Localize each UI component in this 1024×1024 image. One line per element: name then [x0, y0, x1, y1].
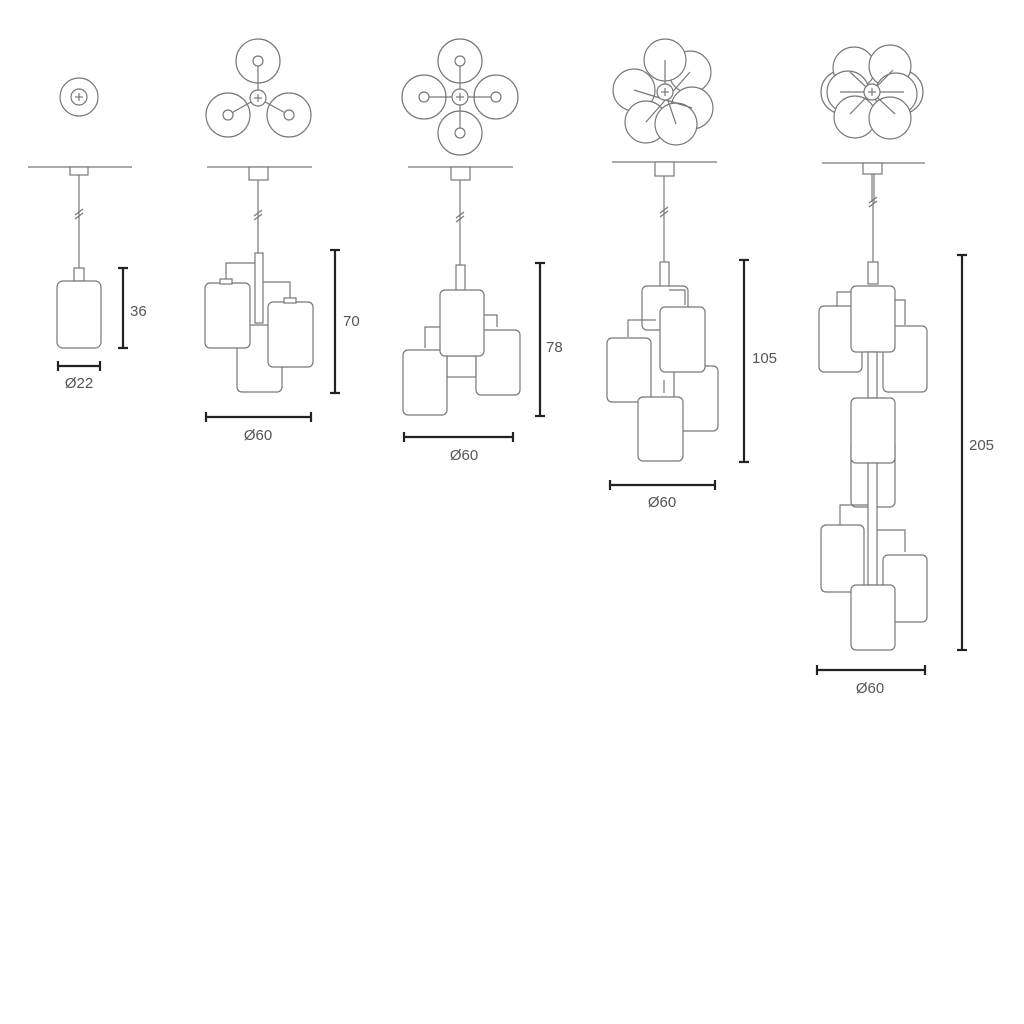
lamp-3: 78 Ø60	[401, 38, 563, 464]
glass-shade	[820, 524, 865, 593]
glass-shade	[402, 349, 448, 416]
diameter-dimension: Ø60	[402, 432, 515, 464]
glass-shade	[439, 289, 485, 357]
diameter-dimension: Ø60	[204, 412, 313, 444]
top-view	[820, 44, 924, 140]
glass-shade	[659, 306, 706, 373]
height-dimension: 70	[330, 248, 360, 395]
height-label: 205	[969, 437, 994, 454]
glass-shade	[267, 301, 314, 368]
lamp-2: 70 Ø60	[204, 38, 360, 444]
glass-shade	[56, 280, 102, 349]
diameter-label: Ø22	[65, 375, 93, 392]
diameter-label: Ø60	[648, 494, 676, 511]
glass-shade	[606, 337, 652, 403]
height-label: 78	[546, 339, 563, 356]
height-label: 36	[130, 303, 147, 320]
lamp-5: 205 Ø60	[815, 44, 994, 697]
glass-shade	[850, 285, 896, 353]
height-dimension: 205	[957, 253, 994, 652]
diameter-dimension: Ø60	[608, 480, 717, 511]
diameter-label: Ø60	[856, 680, 884, 697]
glass-shade	[850, 584, 896, 651]
height-label: 105	[752, 350, 777, 367]
diameter-dimension: Ø22	[56, 361, 102, 392]
top-view	[401, 38, 519, 156]
diameter-label: Ø60	[244, 427, 272, 444]
height-dimension: 105	[739, 258, 777, 464]
glass-shade	[850, 397, 896, 464]
diameter-dimension: Ø60	[815, 665, 927, 697]
glass-shade	[475, 329, 521, 396]
top-view	[59, 77, 99, 117]
height-label: 70	[343, 313, 360, 330]
lamp-4: 105 Ø60	[606, 38, 777, 511]
lamp-1: 36 Ø22	[28, 77, 147, 392]
canopy	[69, 166, 89, 176]
height-dimension: 36	[118, 266, 147, 350]
glass-shade	[637, 396, 684, 462]
height-dimension: 78	[535, 261, 563, 418]
glass-shade	[204, 282, 251, 349]
top-view	[612, 38, 714, 146]
diameter-label: Ø60	[450, 447, 478, 464]
top-view	[205, 38, 312, 138]
